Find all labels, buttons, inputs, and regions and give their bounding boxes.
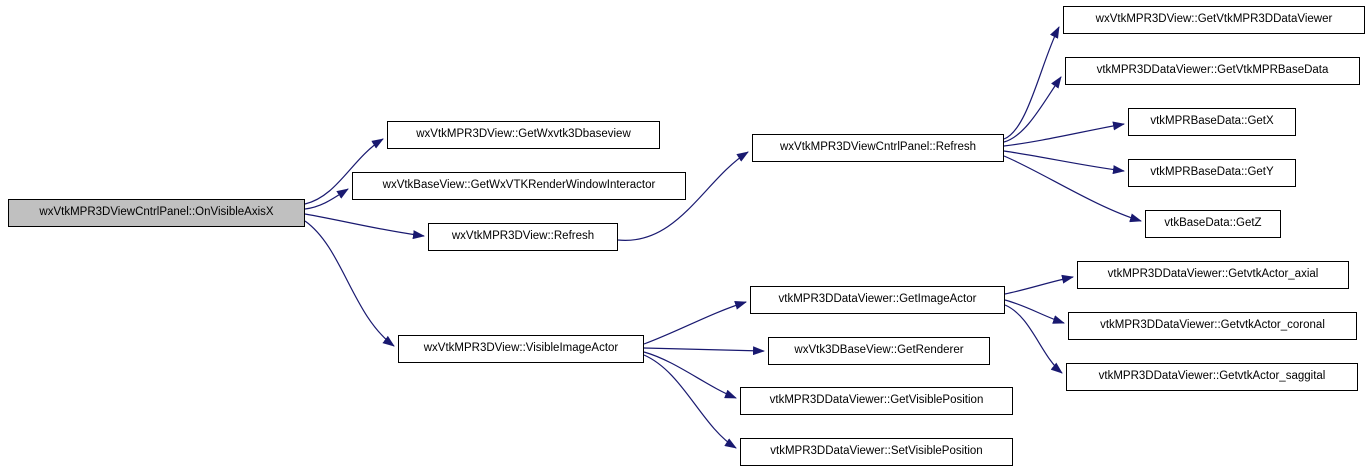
node-getwxvtk3dbaseview[interactable]: wxVtkMPR3DView::GetWxvtk3Dbaseview	[387, 121, 660, 149]
edge-getimageactor-to-getvtkactor-coronal	[1004, 299, 1065, 324]
edge-root-to-getwxvtkrwi	[304, 188, 349, 210]
edge-cntrlpanel-refresh-to-getvtkmprbasedata	[1003, 76, 1062, 143]
node-visibleimageactor[interactable]: wxVtkMPR3DView::VisibleImageActor	[398, 335, 644, 363]
node-getx[interactable]: vtkMPRBaseData::GetX	[1128, 108, 1296, 136]
edge-getimageactor-to-getvtkactor-saggital	[1004, 304, 1063, 374]
node-onvisibleaxisx: wxVtkMPR3DViewCntrlPanel::OnVisibleAxisX	[8, 199, 305, 227]
node-getz[interactable]: vtkBaseData::GetZ	[1145, 210, 1281, 238]
edge-visibleimageactor-to-getrenderer	[643, 346, 765, 356]
edge-root-to-visibleimageactor	[304, 220, 395, 347]
edge-cntrlpanel-refresh-to-getvtkmpr3ddataviewer	[1003, 26, 1060, 140]
edge-view-refresh-to-cntrlpanel-refresh	[617, 151, 749, 241]
edge-getimageactor-to-getvtkactor-axial	[1004, 274, 1074, 295]
node-getvisibleposition[interactable]: vtkMPR3DDataViewer::GetVisiblePosition	[740, 387, 1013, 415]
node-gety[interactable]: vtkMPRBaseData::GetY	[1128, 159, 1296, 187]
edge-cntrlpanel-refresh-to-getx	[1003, 121, 1125, 147]
edge-cntrlpanel-refresh-to-gety	[1003, 150, 1125, 175]
edge-root-to-getwxvtk3dbaseview	[304, 138, 384, 205]
node-getrenderer[interactable]: wxVtk3DBaseView::GetRenderer	[768, 337, 990, 365]
node-getwxvtkrenderwindowinteractor[interactable]: wxVtkBaseView::GetWxVTKRenderWindowInter…	[352, 172, 686, 200]
edge-visibleimageactor-to-getimageactor	[643, 301, 747, 345]
node-getvtkactor-coronal[interactable]: vtkMPR3DDataViewer::GetvtkActor_coronal	[1068, 312, 1357, 340]
node-getvtkmpr3ddataviewer[interactable]: wxVtkMPR3DView::GetVtkMPR3DDataViewer	[1063, 6, 1365, 34]
node-getvtkactor-saggital[interactable]: vtkMPR3DDataViewer::GetvtkActor_saggital	[1066, 363, 1358, 391]
node-getimageactor[interactable]: vtkMPR3DDataViewer::GetImageActor	[750, 286, 1005, 314]
edge-visibleimageactor-to-getvisibleposition	[643, 351, 737, 399]
edge-root-to-view-refresh	[304, 213, 425, 240]
node-view-refresh[interactable]: wxVtkMPR3DView::Refresh	[428, 223, 618, 251]
node-setvisibleposition[interactable]: vtkMPR3DDataViewer::SetVisiblePosition	[740, 438, 1013, 466]
edge-cntrlpanel-refresh-to-getz	[1003, 155, 1142, 223]
node-getvtkmprbasedata[interactable]: vtkMPR3DDataViewer::GetVtkMPRBaseData	[1065, 57, 1360, 85]
edge-visibleimageactor-to-setvisibleposition	[643, 354, 737, 449]
node-getvtkactor-axial[interactable]: vtkMPR3DDataViewer::GetvtkActor_axial	[1077, 261, 1349, 289]
node-cntrlpanel-refresh[interactable]: wxVtkMPR3DViewCntrlPanel::Refresh	[752, 134, 1004, 162]
